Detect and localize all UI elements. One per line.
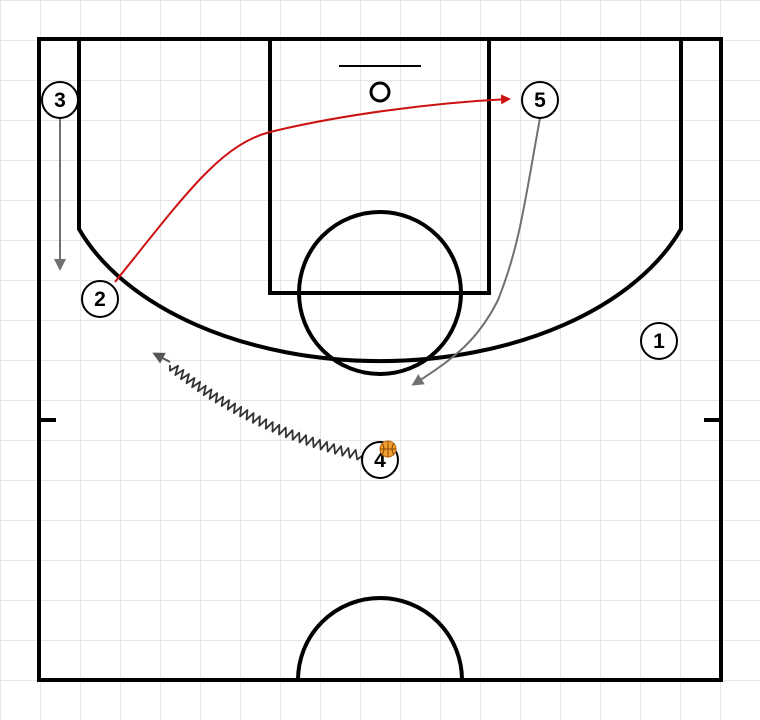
player-3-marker [41, 81, 79, 119]
player-5-marker [521, 81, 559, 119]
player-5[interactable]: 5 [521, 81, 559, 119]
center-circle [296, 596, 464, 681]
free-throw-circle [297, 210, 463, 376]
dribble-line-player-4 [169, 364, 363, 461]
player-1[interactable]: 1 [640, 322, 678, 360]
player-2[interactable]: 2 [81, 280, 119, 318]
player-3-label: 3 [54, 89, 66, 112]
three-point-line [77, 39, 683, 364]
player-2-label: 2 [94, 288, 106, 311]
player-3[interactable]: 3 [41, 81, 79, 119]
basketball-icon [379, 440, 397, 458]
cut-line-player-5 [411, 117, 541, 386]
player-5-label: 5 [534, 89, 546, 112]
dribble-arrow-tip [152, 352, 171, 364]
player-1-label: 1 [653, 330, 665, 353]
rim [369, 81, 391, 103]
player-1-marker [640, 322, 678, 360]
pass-line-2-to-5 [114, 94, 511, 283]
paint-lane [268, 37, 491, 295]
court [37, 37, 723, 682]
player-2-marker [81, 280, 119, 318]
